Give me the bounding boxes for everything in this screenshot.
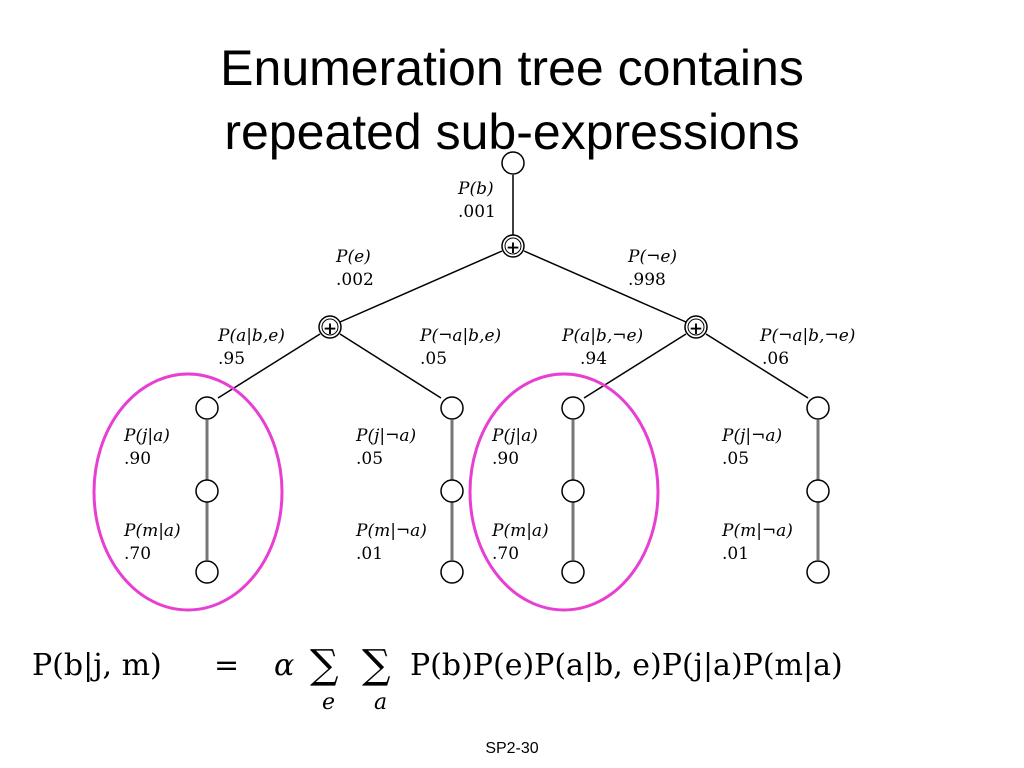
leaf-1-j-label: P(j|a) (123, 426, 170, 446)
formula-alpha: α (274, 648, 295, 683)
formula-lhs: P(b|j, m) (32, 648, 162, 683)
root-prob-value: .001 (458, 202, 496, 222)
leaf-2-j-value: .05 (356, 449, 383, 469)
edge-not-e-value: .998 (628, 270, 666, 290)
formula-sum-e-index: e (322, 690, 336, 715)
leaf-1-j-value: .90 (124, 449, 151, 469)
edge-a-given-b-e-label: P(a|b,e) (217, 326, 285, 346)
enumeration-formula: P(b|j, m) = α ∑ e ∑ a P(b)P(e)P(a|b, e)P… (32, 642, 992, 718)
sum-symbol: + (689, 319, 703, 339)
slide-number: SP2-30 (485, 740, 539, 757)
edge-a-given-b-e-value: .95 (218, 349, 245, 369)
edge-a-given-b-e (217, 333, 321, 399)
edge-a-given-b-not-e-value: .94 (580, 349, 607, 369)
edge-not-e (523, 250, 687, 323)
leaf-4-j-value: .05 (722, 449, 749, 469)
leaf-node (195, 560, 219, 584)
edge-not-a-given-b-e-value: .05 (420, 349, 447, 369)
leaf-node (806, 560, 830, 584)
edge-e (339, 250, 503, 323)
leaf-3-j-value: .90 (492, 449, 519, 469)
edge-not-a-given-b-not-e (705, 333, 809, 399)
edge-a-given-b-not-e (583, 333, 687, 399)
leaf-3-j-label: P(j|a) (491, 426, 538, 446)
slide-title-line-2: repeated sub-expressions (224, 104, 800, 160)
edge-not-a-given-b-e (339, 333, 442, 399)
slide-title-line-1: Enumeration tree contains (220, 40, 804, 96)
formula-rhs: P(b)P(e)P(a|b, e)P(j|a)P(m|a) (410, 648, 843, 683)
sum-node: + (501, 234, 525, 258)
sum-symbol: + (506, 238, 520, 258)
sum-node: + (318, 315, 342, 339)
leaf-node (806, 479, 830, 503)
leaf-node (440, 560, 464, 584)
sum-node: + (684, 315, 708, 339)
tree-edges (217, 175, 809, 399)
leaf-node (195, 396, 219, 420)
edge-e-value: .002 (336, 270, 374, 290)
leaf-4-m-value: .01 (722, 544, 749, 564)
leaf-4-m-label: P(m|¬a) (721, 521, 793, 541)
formula-equals: = (214, 648, 240, 683)
leaf-node (440, 396, 464, 420)
root-prob-label: P(b) (457, 179, 494, 199)
edge-e-label: P(e) (335, 247, 371, 267)
edge-not-a-given-b-e-label: P(¬a|b,e) (419, 326, 501, 346)
leaf-2-m-label: P(m|¬a) (355, 521, 427, 541)
repeated-subexpression-highlight (468, 372, 660, 612)
edge-not-e-label: P(¬e) (627, 247, 677, 267)
leaf-1-m-value: .70 (124, 544, 151, 564)
leaf-3-m-label: P(m|a) (491, 521, 549, 541)
leaf-3-m-value: .70 (492, 544, 519, 564)
formula-sum-e: ∑ (310, 642, 339, 688)
leaf-2-j-label: P(j|¬a) (355, 426, 416, 446)
sum-symbol: + (323, 319, 337, 339)
slide-title: Enumeration tree contains repeated sub-e… (0, 36, 1024, 164)
leaf-1-m-label: P(m|a) (123, 521, 181, 541)
leaf-node (440, 479, 464, 503)
leaf-node (561, 396, 585, 420)
leaf-2-m-value: .01 (356, 544, 383, 564)
leaf-node (806, 396, 830, 420)
leaf-node (561, 479, 585, 503)
root-node (501, 151, 525, 175)
formula-sum-a: ∑ (362, 642, 391, 688)
formula-sum-a-index: a (374, 690, 388, 715)
edge-not-a-given-b-not-e-label: P(¬a|b,¬e) (759, 326, 855, 346)
leaf-node (561, 560, 585, 584)
leaf-4-j-label: P(j|¬a) (721, 426, 782, 446)
edge-a-given-b-not-e-label: P(a|b,¬e) (561, 326, 643, 346)
repeated-subexpression-highlight (92, 372, 284, 612)
edge-not-a-given-b-not-e-value: .06 (762, 349, 789, 369)
tree-nodes (195, 151, 830, 584)
leaf-node (195, 479, 219, 503)
